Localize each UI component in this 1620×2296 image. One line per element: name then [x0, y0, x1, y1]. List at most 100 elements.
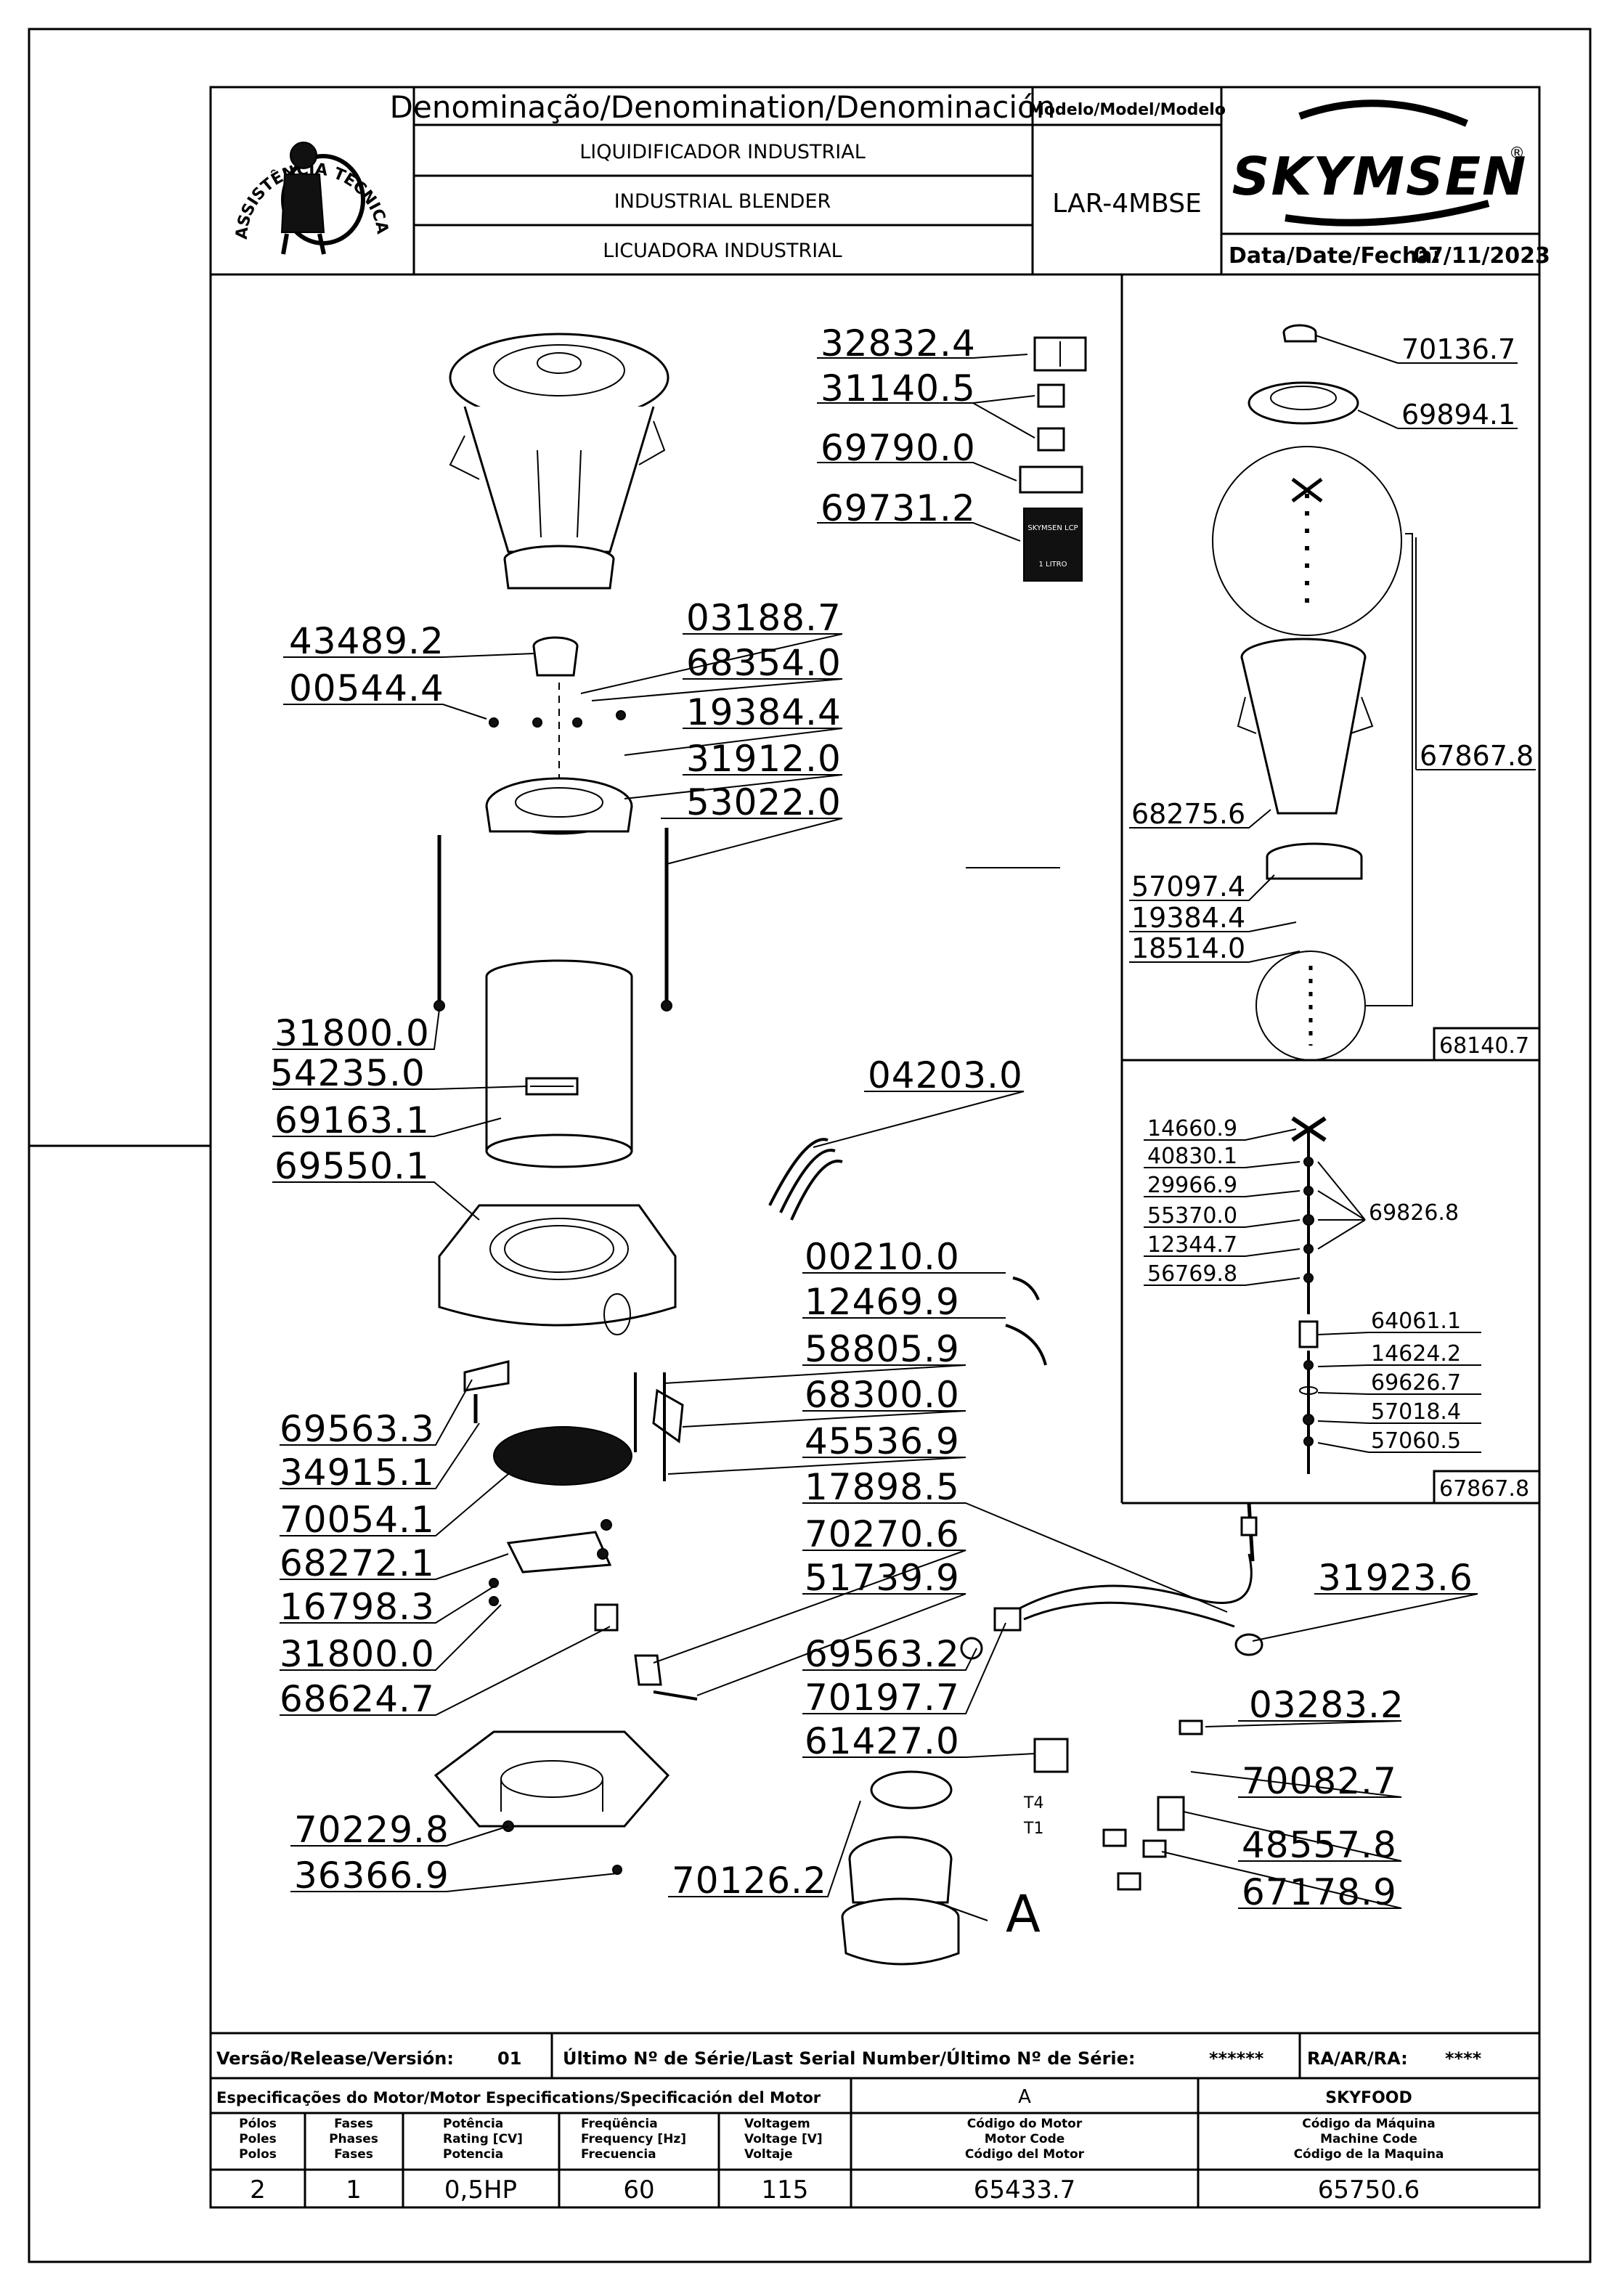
leader-lines: [272, 354, 1478, 1921]
part-label-12344-7: 12344.7: [1147, 1232, 1237, 1258]
part-label-69790-0: 69790.0: [821, 427, 976, 469]
col-power-pt: Potência: [443, 2117, 503, 2131]
col-phases-en: Phases: [329, 2132, 378, 2146]
poles-value: 2: [250, 2175, 266, 2205]
drawing-border: [209, 86, 1541, 2209]
bottom-base-plate: [434, 1730, 670, 1875]
wire-label-t1: T1: [1023, 1820, 1043, 1838]
part-label-55370-0: 55370.0: [1147, 1203, 1237, 1229]
motor: A: [841, 1770, 1041, 1966]
frequency-value: 60: [623, 2175, 654, 2205]
part-label-40830-1: 40830.1: [1147, 1144, 1237, 1169]
part-label-69826-8: 69826.8: [1369, 1200, 1459, 1226]
part-label-29966-9: 29966.9: [1147, 1173, 1237, 1198]
part-label-64061-1: 64061.1: [1371, 1308, 1461, 1334]
part-label-31800-0-b: 31800.0: [280, 1633, 435, 1675]
part-label-57097-4: 57097.4: [1131, 871, 1245, 903]
part-label-70054-1: 70054.1: [280, 1499, 435, 1541]
col-voltage-pt: Voltagem: [744, 2117, 810, 2131]
part-label-31923-6: 31923.6: [1318, 1557, 1473, 1599]
part-label-70126-2: 70126.2: [672, 1860, 827, 1902]
authorized-service-seal: ASSISTÊNCIA TÉCNICA AUTORIZADA: [0, 0, 391, 255]
brand-name: SKYMSEN: [1232, 146, 1528, 207]
title-block: Versão/Release/Versión: 01 Último Nº de …: [211, 2032, 1539, 2207]
denomination-title: Denominação/Denomination/Denominación: [390, 89, 1056, 125]
blender-jar: [449, 333, 669, 590]
col-power-en: Rating [CV]: [443, 2132, 523, 2146]
product-name-en: INDUSTRIAL BLENDER: [614, 190, 831, 213]
part-label-57018-4: 57018.4: [1371, 1399, 1461, 1425]
part-label-69894-1: 69894.1: [1401, 399, 1515, 431]
part-label-51739-9: 51739.9: [805, 1557, 960, 1599]
part-label-69626-7: 69626.7: [1371, 1370, 1461, 1396]
part-label-16798-3: 16798.3: [280, 1586, 435, 1628]
part-label-54235-0: 54235.0: [270, 1052, 426, 1094]
part-label-68275-6: 68275.6: [1131, 798, 1245, 830]
right-panels: 68140.7 67867.8: [1120, 274, 1541, 1505]
part-label-70082-7: 70082.7: [1242, 1760, 1397, 1802]
part-label-31912-0: 31912.0: [686, 738, 842, 780]
part-label-00544-4: 00544.4: [289, 667, 444, 709]
part-label-00210-0: 00210.0: [805, 1236, 960, 1278]
electrical-components: T4 T1: [960, 1502, 1263, 1891]
part-label-14624-2: 14624.2: [1371, 1341, 1461, 1367]
part-label-68354-0: 68354.0: [686, 642, 842, 684]
col-machine-code-pt: Código da Máquina: [1302, 2117, 1436, 2131]
part-label-45536-9: 45536.9: [805, 1420, 960, 1462]
product-name-es: LICUADORA INDUSTRIAL: [603, 240, 842, 262]
ra-value: ****: [1445, 2048, 1482, 2069]
manual-line1: SKYMSEN LCP: [1027, 524, 1078, 532]
part-label-04203-0: 04203.0: [868, 1054, 1023, 1096]
col-phases-es: Fases: [334, 2147, 373, 2162]
serial-value: ******: [1209, 2048, 1264, 2069]
documents-and-labels: SKYMSEN LCP 1 LITRO: [1019, 336, 1087, 582]
part-label-57060-5: 57060.5: [1371, 1428, 1461, 1454]
motor-callout-a: A: [1006, 1884, 1041, 1944]
motor-base-housing: [438, 1204, 677, 1335]
part-label-53022-0: 53022.0: [686, 781, 842, 823]
coupling-assembly: [434, 636, 672, 1011]
part-label-31800-0: 31800.0: [274, 1012, 430, 1054]
part-label-36366-9: 36366.9: [294, 1855, 449, 1897]
part-label-14660-9: 14660.9: [1147, 1116, 1237, 1141]
part-label-69731-2: 69731.2: [821, 487, 976, 529]
part-label-34915-1: 34915.1: [280, 1452, 435, 1494]
col-phases-pt: Fases: [334, 2117, 373, 2131]
part-label-70197-7: 70197.7: [805, 1677, 960, 1719]
part-label-61427-0: 61427.0: [805, 1720, 960, 1762]
version-label: Versão/Release/Versión:: [216, 2048, 454, 2069]
jar-assembly-detail: [1212, 324, 1413, 1061]
part-label-03188-7: 03188.7: [686, 597, 842, 639]
housing-cylinder: [485, 959, 633, 1168]
seal-text: ASSISTÊNCIA TÉCNICA AUTORIZADA: [0, 0, 391, 240]
machine-name: SKYFOOD: [1325, 2089, 1412, 2107]
part-label-69550-1: 69550.1: [274, 1145, 430, 1187]
part-label-68624-7: 68624.7: [280, 1678, 435, 1720]
part-label-68272-1: 68272.1: [280, 1542, 435, 1584]
part-label-69163-1: 69163.1: [274, 1099, 430, 1141]
part-label-70270-6: 70270.6: [805, 1513, 960, 1555]
part-label-56769-8: 56769.8: [1147, 1261, 1237, 1287]
part-label-18514-0: 18514.0: [1131, 932, 1245, 964]
assembly-code-67867-8: 67867.8: [1439, 1476, 1529, 1502]
motor-spec-label: Especificações do Motor/Motor Especifica…: [216, 2089, 821, 2106]
col-machine-code-en: Machine Code: [1320, 2132, 1417, 2146]
manual-line2: 1 LITRO: [1039, 561, 1067, 569]
col-motor-code-pt: Código do Motor: [967, 2117, 1083, 2131]
part-label-03283-2: 03283.2: [1249, 1684, 1404, 1726]
assembly-code-68140-7: 68140.7: [1439, 1033, 1529, 1059]
power-value: 0,5HP: [444, 2175, 517, 2205]
part-label-48557-8: 48557.8: [1242, 1824, 1397, 1866]
col-freq-en: Frequency [Hz]: [581, 2132, 686, 2146]
col-machine-code-es: Código de la Maquina: [1294, 2147, 1444, 2162]
date-label: Data/Date/Fecha:: [1229, 243, 1441, 269]
part-label-19384-4: 19384.4: [686, 691, 842, 733]
part-label-68300-0: 68300.0: [805, 1374, 960, 1416]
header-block: Denominação/Denomination/Denominación LI…: [0, 0, 1550, 276]
wire-label-t4: T4: [1023, 1794, 1043, 1812]
motor-code-value: 65433.7: [974, 2175, 1076, 2205]
leader-lines-right-top: [1129, 335, 1536, 963]
part-label-69563-2: 69563.2: [805, 1633, 960, 1675]
product-name-pt: LIQUIDIFICADOR INDUSTRIAL: [579, 141, 866, 163]
